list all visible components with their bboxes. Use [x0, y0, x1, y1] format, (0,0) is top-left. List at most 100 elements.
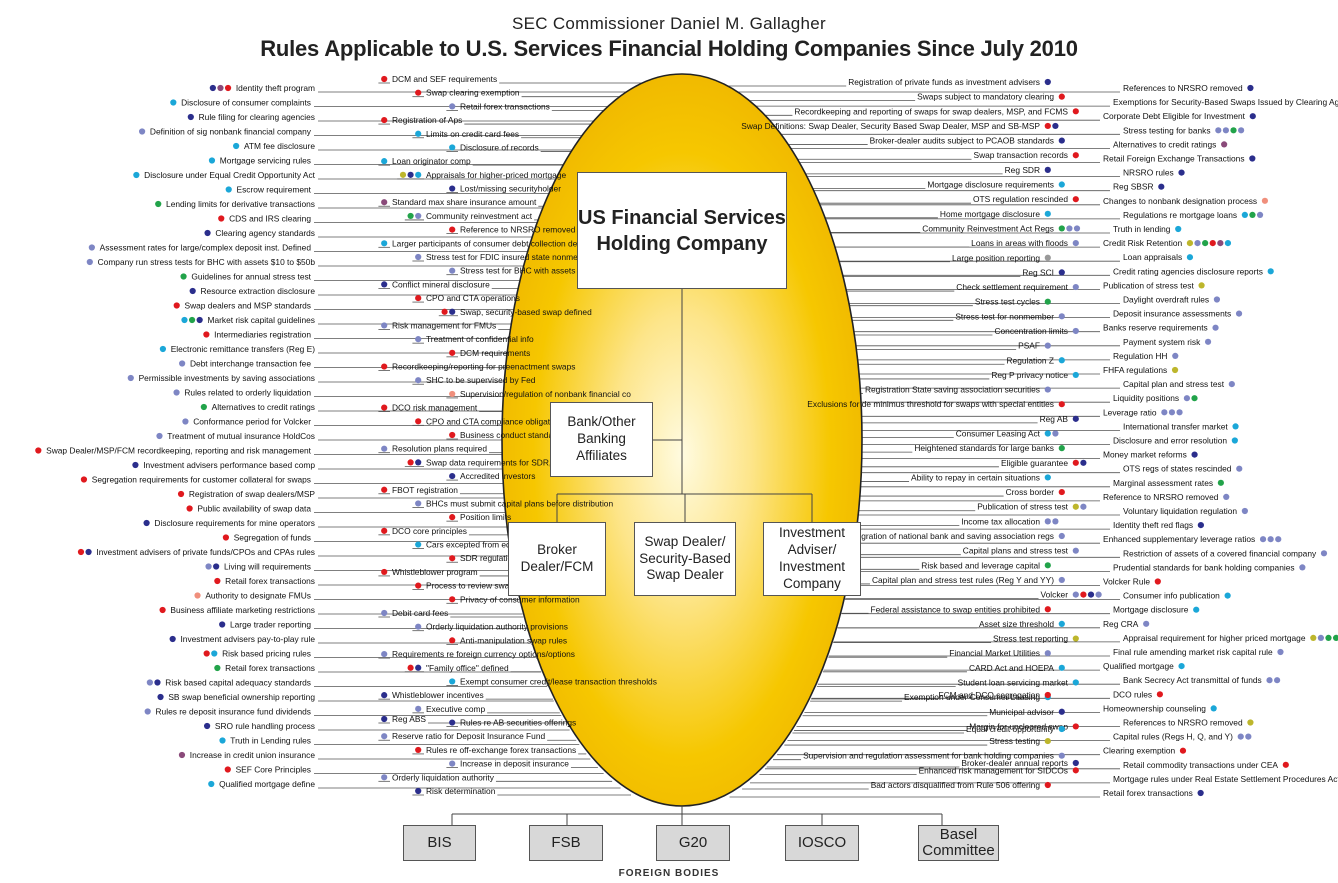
agency-dot-periwinkle	[381, 774, 388, 781]
agency-dot-periwinkle	[449, 267, 456, 274]
rule-label: Standard max share insurance amount	[392, 197, 537, 207]
agency-dot-navy	[85, 548, 92, 556]
rule-label: Swap dealers and MSP standards	[185, 301, 311, 311]
rule-label: Risk determination	[426, 786, 496, 796]
rule-label: Swap data requirements for SDR, SEF, Swa…	[426, 457, 649, 467]
agency-dot-periwinkle	[1183, 395, 1191, 402]
rule-label: Marginal assessment rates	[1113, 478, 1213, 488]
rule-label: CPO and CTA compliance obligations	[426, 416, 566, 426]
agency-dot-red	[1209, 240, 1216, 247]
agency-dot-navy	[132, 461, 139, 469]
rule-label: Asset size threshold	[979, 619, 1054, 629]
agency-dot-periwinkle	[173, 389, 180, 396]
agency-dot-navy	[1191, 451, 1198, 458]
rule-label: Risk based and leverage capital	[921, 560, 1040, 570]
rule-label: Truth in Lending rules	[230, 736, 311, 746]
rule-label: Stress test for FDIC insured state nonme…	[426, 252, 622, 262]
agency-dot-red	[203, 331, 210, 338]
agency-dot-periwinkle	[1058, 752, 1065, 759]
rule-label: Cross border	[1006, 487, 1055, 497]
agency-dot-cyan	[170, 99, 177, 106]
rule-label: Market risk capital guidelines	[207, 315, 315, 325]
agency-dot-periwinkle	[1266, 677, 1273, 684]
rule-label: Income tax allocation	[961, 516, 1040, 526]
foreign-body-basel: Basel Committee	[918, 825, 999, 861]
rule-label: FHFA regulations	[1103, 365, 1167, 375]
agency-dot-navy	[1247, 84, 1254, 92]
rule-label: DCO risk management	[392, 403, 478, 413]
agency-dot-periwinkle	[415, 336, 422, 343]
rule-label: Registration State saving association se…	[865, 385, 1040, 395]
agency-dot-navy	[143, 519, 150, 527]
agency-dot-green	[1217, 479, 1224, 486]
agency-dot-periwinkle	[381, 650, 388, 658]
agency-dot-red	[177, 490, 185, 498]
agency-dot-red	[1058, 488, 1065, 496]
rule-label: Executive comp	[426, 704, 485, 714]
rule-label: Voluntary liquidation regulation	[1123, 506, 1237, 516]
rule-label: Volcker Rule	[1103, 577, 1150, 587]
agency-dot-cyan	[381, 158, 388, 165]
agency-dot-cyan	[1231, 437, 1238, 444]
agency-dot-salmon	[449, 390, 456, 398]
agency-dot-cyan	[133, 171, 140, 179]
agency-dot-red	[1072, 152, 1079, 159]
agency-dot-periwinkle	[1044, 650, 1051, 657]
agency-dot-green	[1191, 395, 1198, 402]
agency-dot-periwinkle	[1212, 324, 1219, 331]
agency-dot-navy	[449, 719, 456, 726]
agency-dot-navy	[209, 84, 216, 92]
agency-dot-navy	[154, 679, 161, 686]
agency-dot-periwinkle	[415, 377, 422, 384]
rule-label: Capital plan and stress test	[1123, 379, 1225, 389]
agency-dot-navy	[1058, 708, 1065, 715]
agency-dot-green	[1044, 298, 1051, 305]
rule-label: Bad actors disqualified from Rule 506 of…	[871, 780, 1041, 790]
agency-dot-red	[415, 582, 422, 589]
agency-dot-navy	[157, 693, 164, 701]
rule-label: DCO core principles	[392, 526, 467, 536]
agency-dot-red	[1044, 122, 1051, 130]
rule-label: PSAF	[1018, 341, 1040, 351]
agency-dot-cyan	[1058, 664, 1065, 671]
agency-dot-red	[159, 606, 166, 614]
agency-dot-periwinkle	[1256, 211, 1264, 218]
rule-label: Eligible guarantee	[1001, 458, 1068, 468]
agency-dot-periwinkle	[1194, 240, 1201, 247]
agency-dot-navy	[169, 635, 176, 643]
rule-label: Living will requirements	[224, 562, 311, 572]
agency-dot-olive	[1310, 634, 1317, 642]
agency-dot-cyan	[415, 541, 422, 548]
rule-label: Enhanced supplementary leverage ratios	[1103, 534, 1255, 544]
rule-label: Regulation Z	[1007, 355, 1055, 365]
rule-label: References to NRSRO removed	[1123, 718, 1243, 728]
rule-label: Regulation HH	[1113, 351, 1167, 361]
rule-label: Supervision and regulation assessment fo…	[803, 751, 1054, 761]
agency-dot-green	[1249, 211, 1256, 218]
agency-dot-periwinkle	[1044, 518, 1051, 525]
agency-dot-green	[1058, 445, 1065, 452]
agency-dot-red	[449, 349, 456, 356]
rule-label: Bank Secrecy Act transmittal of funds	[1123, 675, 1262, 685]
agency-dot-cyan	[1044, 210, 1051, 217]
agency-dot-periwinkle	[1052, 518, 1059, 525]
agency-dot-red	[1044, 606, 1051, 613]
agency-dot-periwinkle	[1241, 507, 1248, 515]
rule-label: Federal assistance to swap entities proh…	[871, 604, 1041, 614]
agency-dot-cyan	[1241, 211, 1248, 218]
rule-label: Position limits	[460, 512, 511, 522]
rule-label: References to NRSRO removed	[1123, 83, 1243, 93]
rule-label: Swap Dealer/MSP/FCM recordkeeping, repor…	[46, 446, 312, 456]
agency-dot-periwinkle	[1072, 547, 1079, 554]
agency-dot-navy	[449, 308, 456, 315]
agency-dot-olive	[1044, 737, 1051, 745]
agency-dot-olive	[1072, 635, 1079, 642]
agency-dot-periwinkle	[1222, 127, 1230, 134]
agency-dot-green	[155, 200, 162, 208]
agency-dot-navy	[1058, 269, 1065, 276]
agency-dot-navy	[1087, 591, 1095, 598]
rule-label: Electronic remittance transfers (Reg E)	[171, 344, 315, 354]
rule-label: Risk based capital adequacy standards	[165, 678, 311, 688]
rule-label: Segregation of funds	[234, 533, 311, 543]
agency-dot-red	[224, 84, 232, 92]
